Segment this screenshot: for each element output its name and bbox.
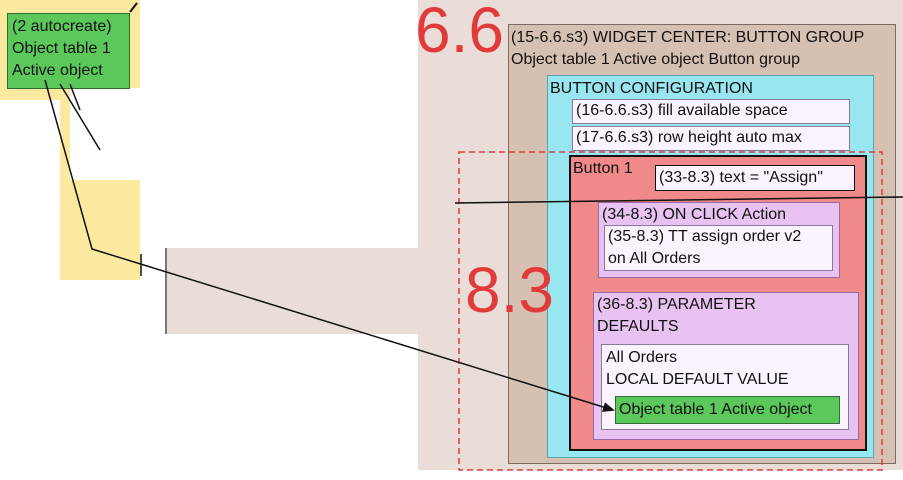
widget-center-line1: (15-6.6.s3) WIDGET CENTER: BUTTON GROUP <box>511 29 865 46</box>
section-8-3-dashed-boundary <box>458 151 883 471</box>
horizontal-connector <box>454 196 903 204</box>
active-object-value-node[interactable]: Object table 1 Active object <box>615 396 840 424</box>
fill-available-space[interactable]: (16-6.6.s3) fill available space <box>572 99 850 124</box>
widget-center-line2: Object table 1 Active object Button grou… <box>511 51 801 68</box>
beige-region <box>165 248 450 334</box>
parameter-defaults-title-line1: (36-8.3) PARAMETER <box>597 296 756 313</box>
node-tail-line-2 <box>69 83 81 111</box>
beige-region-edge <box>165 248 167 334</box>
all-orders-label: All Orders <box>606 349 678 366</box>
node-tail-line-1 <box>59 83 101 151</box>
assign-order-action-line2: on All Orders <box>608 250 701 267</box>
parameter-defaults-title-line2: DEFAULTS <box>597 318 679 335</box>
top-corner-mark <box>129 2 138 13</box>
section-label-6-6: 6.6 <box>415 0 504 66</box>
white-callout <box>70 88 245 180</box>
button-configuration-title: BUTTON CONFIGURATION <box>550 80 753 97</box>
autocreate-node[interactable]: (2 autocreate) Object table 1 Active obj… <box>7 13 130 89</box>
autocreate-node-line1: (2 autocreate) <box>12 18 112 35</box>
active-object-link-arrow <box>44 79 615 412</box>
autocreate-node-line3: Active object <box>12 62 103 79</box>
assign-order-action[interactable]: (35-8.3) TT assign order v2 on All Order… <box>604 225 833 271</box>
button-1-title: Button 1 <box>573 160 633 177</box>
text-assign-setting[interactable]: (33-8.3) text = "Assign" <box>655 165 855 191</box>
assign-order-action-line1: (35-8.3) TT assign order v2 <box>608 228 802 245</box>
section-label-8-3: 8.3 <box>465 254 554 326</box>
row-height-auto-max[interactable]: (17-6.6.s3) row height auto max <box>572 126 850 151</box>
local-default-value-label: LOCAL DEFAULT VALUE <box>606 371 789 388</box>
autocreate-node-line2: Object table 1 <box>12 40 111 57</box>
on-click-action-title: (34-8.3) ON CLICK Action <box>602 206 787 223</box>
